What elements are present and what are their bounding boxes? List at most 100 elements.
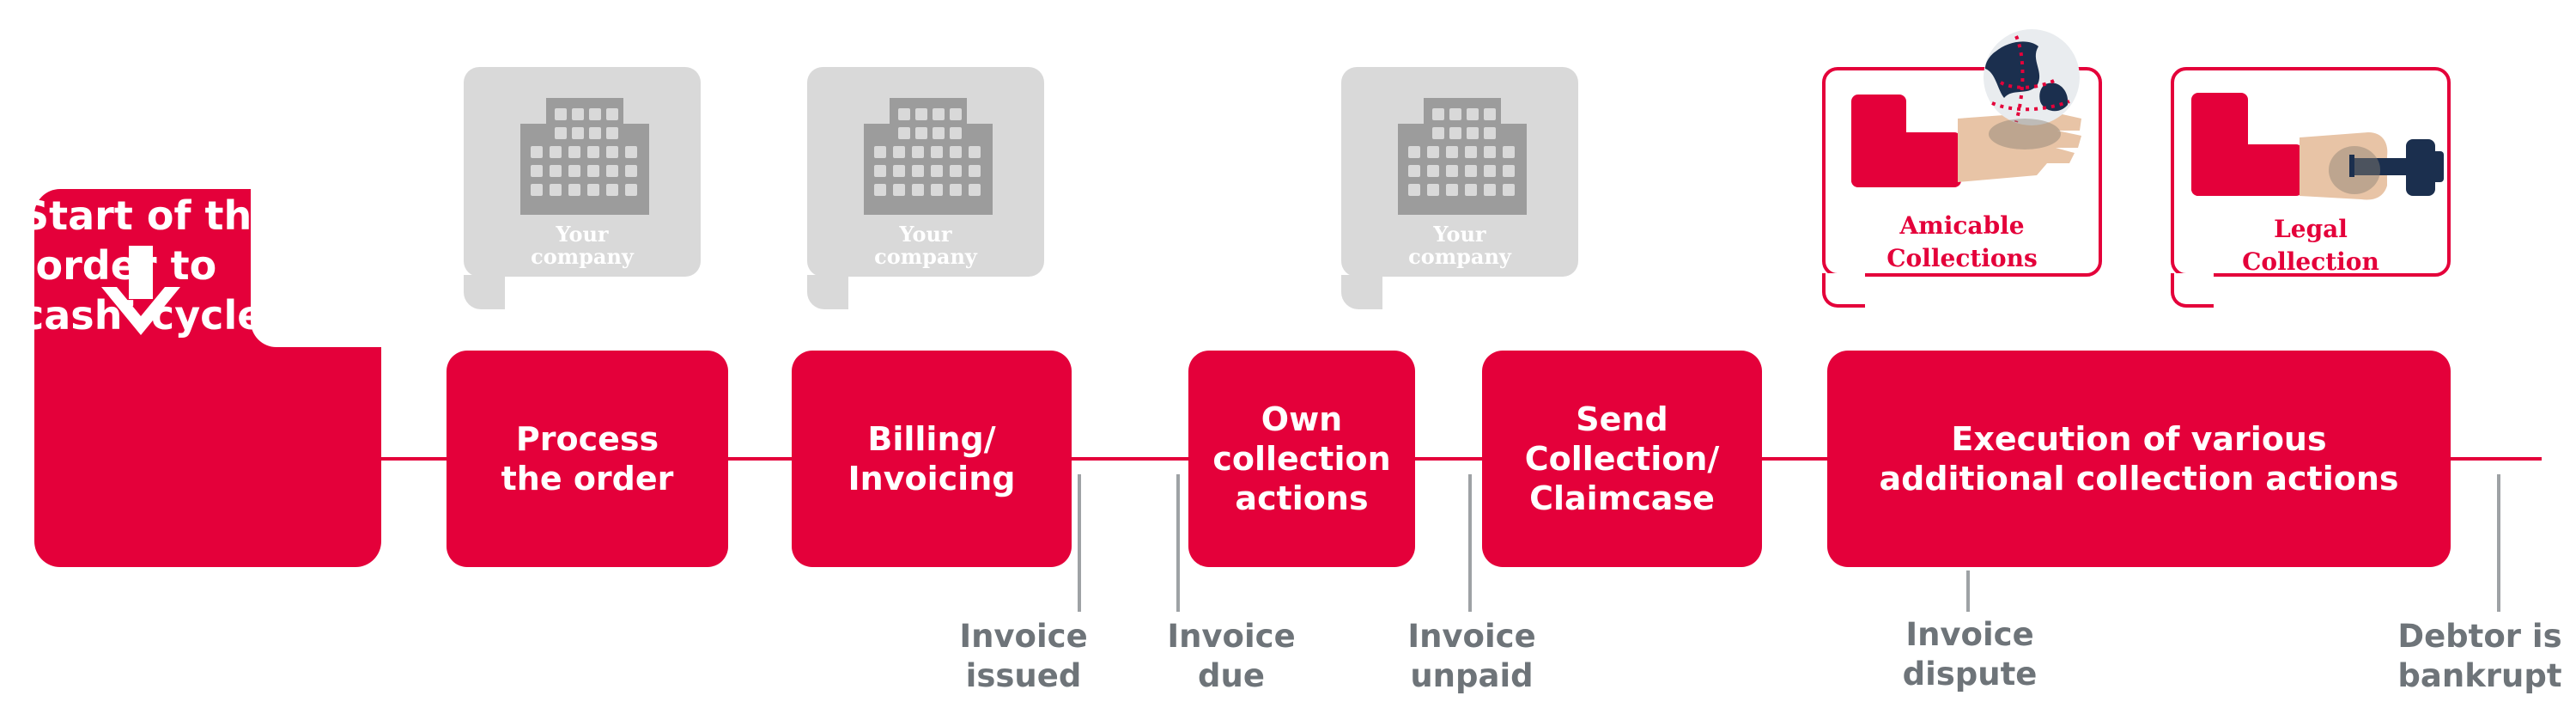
- milestone-tick-invoice-issued: [1078, 474, 1081, 612]
- building-window: [915, 127, 927, 139]
- building-window: [1465, 184, 1477, 196]
- hand-holding-gavel-icon: [2191, 93, 2444, 200]
- milestone-invoice-dispute: Invoice dispute: [1901, 615, 2038, 694]
- company-card-label-line: company: [1408, 244, 1511, 269]
- building-window: [931, 165, 943, 177]
- start-label: Start of the ‘order to cash’ cycle: [21, 191, 338, 340]
- hand-holding-globe-icon: [1851, 29, 2081, 187]
- building-window: [606, 108, 618, 120]
- building-window: [625, 146, 637, 158]
- building-window: [1427, 184, 1439, 196]
- building-window: [969, 146, 981, 158]
- milestone-invoice-unpaid: Invoice unpaid: [1403, 617, 1540, 696]
- building-window: [933, 108, 945, 120]
- step-label-line: Execution of various: [1951, 420, 2327, 458]
- milestone-label-line: Invoice: [1407, 618, 1536, 655]
- building-window: [931, 184, 943, 196]
- building-window: [1427, 146, 1439, 158]
- building-window: [1408, 165, 1420, 177]
- milestone-label-line: Invoice: [959, 618, 1088, 655]
- building-window: [933, 127, 945, 139]
- building-window: [531, 146, 543, 158]
- building-window: [1465, 165, 1477, 177]
- start-label-line-2: ‘order to: [21, 242, 217, 289]
- start-box-notch: [251, 187, 383, 347]
- building-icon: [520, 98, 649, 215]
- building-window: [555, 108, 567, 120]
- building-window: [572, 108, 584, 120]
- building-window: [874, 184, 886, 196]
- company-card-label: Your company: [464, 223, 701, 268]
- milestone-tick-invoice-dispute: [1966, 571, 1970, 612]
- company-card-label-line: company: [874, 244, 977, 269]
- company-card: Your company: [807, 67, 1044, 277]
- building-window: [950, 146, 962, 158]
- service-card-label-line: Amicable: [1899, 211, 2025, 240]
- start-label-line-3: cash’ cycle: [21, 292, 264, 339]
- service-card-label-line: Collections: [1886, 244, 2038, 272]
- building-window: [893, 184, 905, 196]
- building-window: [1484, 165, 1496, 177]
- service-card-tail: [2171, 273, 2214, 308]
- building-window: [1427, 165, 1439, 177]
- building-window: [1467, 108, 1479, 120]
- building-window: [1484, 108, 1496, 120]
- milestone-debtor-bankrupt: Debtor is bankrupt: [2394, 617, 2566, 696]
- company-card-label: Your company: [1341, 223, 1578, 268]
- start-label-line-1: Start of the: [21, 192, 279, 239]
- company-card: Your company: [1341, 67, 1578, 277]
- building-window: [587, 165, 599, 177]
- step-label-line: collection: [1212, 440, 1391, 478]
- step-label-line: Billing/: [867, 420, 996, 458]
- service-card-label-line: Collection: [2242, 247, 2379, 276]
- step-process-order: Process the order: [447, 351, 728, 567]
- building-window: [969, 184, 981, 196]
- start-box: [34, 187, 383, 567]
- building-window: [950, 127, 962, 139]
- building-window: [1432, 127, 1444, 139]
- milestone-invoice-issued: Invoice issued: [955, 617, 1092, 696]
- building-window: [893, 165, 905, 177]
- service-card-label: Legal Collection: [2174, 213, 2447, 278]
- step-own-collection-actions: Own collection actions: [1188, 351, 1415, 567]
- building-window: [969, 165, 981, 177]
- building-window: [915, 108, 927, 120]
- building-window: [1449, 127, 1461, 139]
- milestone-label-line: Invoice: [1167, 618, 1296, 655]
- building-window: [950, 108, 962, 120]
- company-card-label-line: Your: [1433, 222, 1486, 247]
- building-window: [531, 165, 543, 177]
- building-window: [1408, 184, 1420, 196]
- milestone-tick-invoice-unpaid: [1468, 474, 1472, 612]
- building-window: [950, 184, 962, 196]
- building-window: [531, 184, 543, 196]
- building-window: [550, 165, 562, 177]
- milestone-label-line: dispute: [1902, 656, 2038, 693]
- step-send-collection-claimcase: Send Collection/ Claimcase: [1482, 351, 1762, 567]
- step-label-line: actions: [1235, 479, 1369, 517]
- company-card-label-line: Your: [556, 222, 609, 247]
- building-window: [1503, 184, 1515, 196]
- step-additional-collection-actions: Execution of various additional collecti…: [1827, 351, 2451, 567]
- company-card-tail: [1341, 275, 1382, 309]
- step-label-line: Collection/: [1524, 440, 1720, 478]
- building-window: [1432, 108, 1444, 120]
- building-window: [898, 108, 910, 120]
- building-window: [568, 165, 580, 177]
- building-window: [568, 146, 580, 158]
- milestone-label-line: due: [1198, 657, 1265, 694]
- arrow-down-icon: [101, 246, 180, 335]
- building-window: [874, 165, 886, 177]
- company-card-label: Your company: [807, 223, 1044, 268]
- milestone-label-line: Invoice: [1905, 616, 2034, 653]
- building-window: [1446, 165, 1458, 177]
- company-card: Your company: [464, 67, 701, 277]
- company-card-label-line: Your: [899, 222, 952, 247]
- step-label-line: Own: [1261, 400, 1343, 438]
- building-window: [1484, 184, 1496, 196]
- building-window: [572, 127, 584, 139]
- milestone-label-line: bankrupt: [2397, 657, 2562, 694]
- building-window: [606, 165, 618, 177]
- building-window: [1484, 146, 1496, 158]
